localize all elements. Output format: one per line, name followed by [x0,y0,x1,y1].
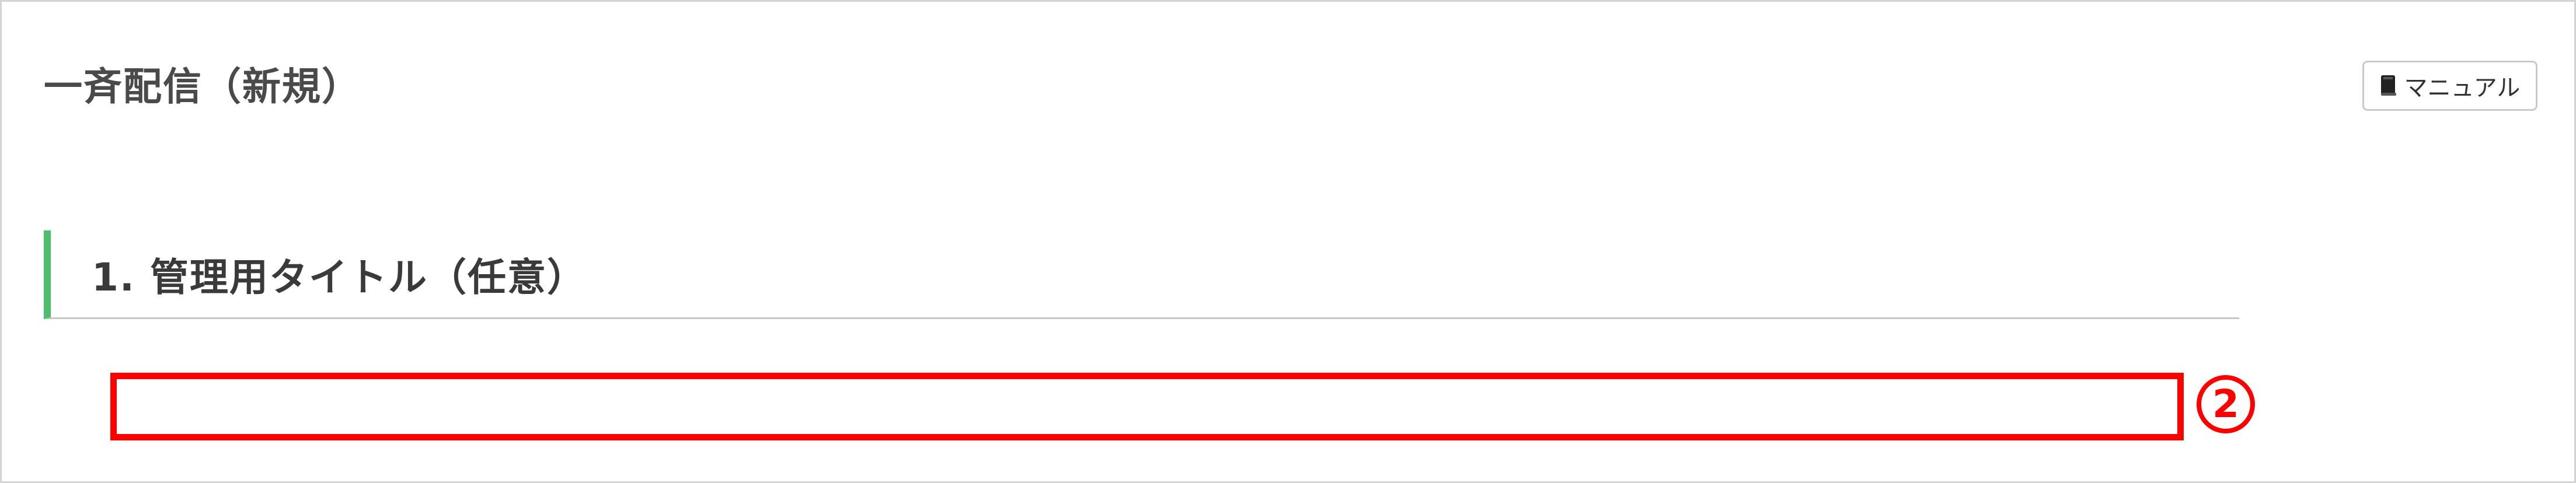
management-title-input[interactable] [110,373,2184,440]
page-title: 一斉配信（新規） [44,64,361,109]
book-icon [2380,75,2397,97]
section-title: 1. 管理用タイトル（任意） [92,254,587,300]
annotation-marker-2: 2 [2197,375,2255,433]
manual-button-label: マニュアル [2404,75,2521,102]
section-header-management-title: 1. 管理用タイトル（任意） [44,230,2239,319]
manual-button[interactable]: マニュアル [2362,61,2537,111]
